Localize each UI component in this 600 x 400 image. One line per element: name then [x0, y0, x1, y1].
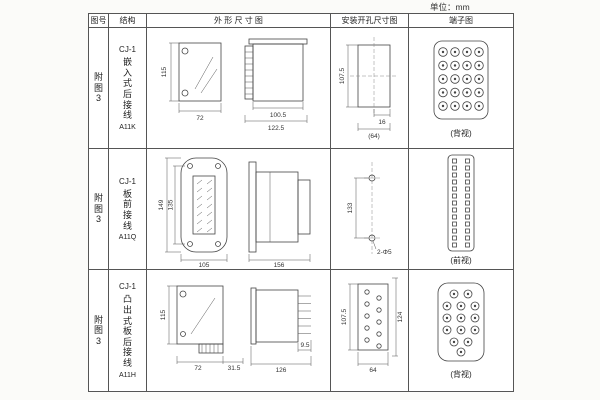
outline-drawing: 149 135 105 156 — [158, 157, 310, 268]
dim-label: 105 — [198, 262, 209, 268]
structure-cell: CJ-1 嵌入式后接线 A11K — [109, 28, 147, 149]
spec-table: 图号 结构 外 形 尺 寸 图 安装开孔尺寸图 端子图 附图3 CJ-1 嵌入式… — [88, 13, 514, 392]
terminal-cell: (前视) — [409, 149, 513, 270]
dim-label: 107.5 — [339, 67, 346, 84]
mounting-cell: 107.5 16 (64) — [331, 28, 409, 149]
mounting-cell: 107.5 124 64 — [331, 270, 409, 391]
unit-label: 单位：mm — [430, 2, 470, 12]
structure-label: 板前接线 — [122, 188, 132, 231]
terminal-drawing — [433, 40, 489, 119]
dim-label: 133 — [347, 202, 354, 213]
model-label: CJ-1 — [119, 45, 136, 55]
dim-label: (64) — [368, 133, 380, 140]
fig-no-cell: 附图3 — [89, 149, 109, 270]
col-header-terminal: 端子图 — [409, 14, 513, 28]
terminal-drawing — [437, 282, 485, 362]
dim-label: 107.5 — [341, 308, 348, 325]
dim-label: 64 — [369, 367, 377, 374]
structure-label: 嵌入式后接线 — [122, 57, 132, 121]
terminal-view-label: (前视) — [450, 255, 472, 265]
dim-label: 115 — [161, 66, 168, 77]
model-label: CJ-1 — [119, 176, 136, 186]
fig-no-cell: 附图3 — [89, 270, 109, 391]
structure-cell: CJ-1 板前接线 A11Q — [109, 149, 147, 270]
col-header-mounting: 安装开孔尺寸图 — [331, 14, 409, 28]
terminal-drawing — [447, 154, 475, 251]
dim-label: 9.5 — [300, 342, 309, 349]
dim-label: 72 — [196, 115, 204, 122]
type-code-label: A11K — [119, 123, 136, 131]
dim-label: 126 — [275, 367, 286, 374]
outline-cell: 149 135 105 156 — [147, 149, 331, 270]
outline-drawing: 115 72 31.5 9.5 126 — [160, 285, 311, 374]
fig-no-cell: 附图3 — [89, 28, 109, 149]
type-code-label: A11Q — [118, 234, 137, 242]
dim-label: 2-Φ5 — [377, 249, 392, 256]
outline-cell: 115 72 100.5 122.5 — [147, 28, 331, 149]
col-header-structure: 结构 — [109, 14, 147, 28]
mounting-cell: 133 2-Φ5 — [331, 149, 409, 270]
mounting-drawing: 107.5 124 64 — [341, 277, 404, 374]
dim-label: 149 — [158, 199, 165, 210]
terminal-cell: (背视) — [409, 270, 513, 391]
fig-no-label: 附图3 — [93, 72, 103, 104]
dim-label: 124 — [397, 311, 404, 322]
dim-label: 72 — [194, 365, 202, 372]
dim-label: 156 — [273, 262, 284, 268]
dim-label: 16 — [378, 119, 386, 126]
structure-label: 凸出式板后接线 — [122, 294, 132, 369]
dim-label: 31.5 — [227, 365, 240, 372]
dim-label: 122.5 — [267, 125, 284, 132]
terminal-view-label: (背视) — [450, 128, 472, 138]
dim-label: 115 — [160, 309, 167, 320]
fig-no-label: 附图3 — [93, 193, 103, 225]
outline-drawing: 115 72 100.5 122.5 — [161, 38, 307, 132]
dim-label: 100.5 — [269, 112, 286, 119]
structure-cell: CJ-1 凸出式板后接线 A11H — [109, 270, 147, 391]
mounting-drawing: 133 2-Φ5 — [347, 162, 392, 256]
model-label: CJ-1 — [119, 282, 136, 292]
type-code-label: A11H — [119, 371, 136, 379]
terminal-view-label: (背视) — [450, 370, 472, 379]
dim-label: 135 — [167, 199, 174, 210]
outline-cell: 115 72 31.5 9.5 126 — [147, 270, 331, 391]
col-header-outline: 外 形 尺 寸 图 — [147, 14, 331, 28]
fig-no-label: 附图3 — [93, 314, 103, 346]
col-header-fig-no: 图号 — [89, 14, 109, 28]
mounting-drawing: 107.5 16 (64) — [339, 37, 398, 140]
terminal-cell: (背视) — [409, 28, 513, 149]
